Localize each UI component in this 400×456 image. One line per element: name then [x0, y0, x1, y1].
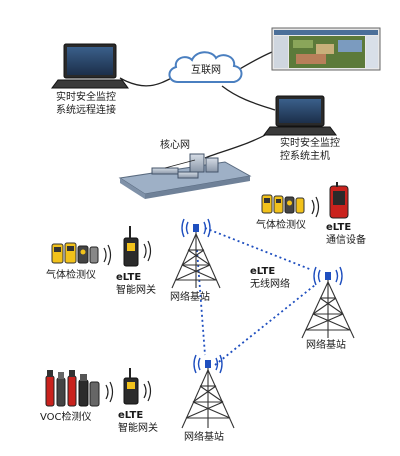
label-remote-line1: 实时安全监控 [56, 92, 116, 103]
label-base-station-right: 网络基站 [306, 340, 346, 351]
label-elte-gw-left-line1: eLTE [116, 272, 142, 283]
voc-detectors [45, 370, 100, 407]
host-laptop [263, 95, 337, 136]
label-gas-detector-left: 气体检测仪 [46, 270, 96, 281]
label-internet: 互联网 [191, 65, 221, 76]
label-core-net: 核心网 [160, 140, 190, 151]
antenna-wave-left [181, 218, 211, 238]
signal-wave-icon [105, 381, 114, 403]
signal-wave-icon [103, 244, 112, 266]
base-station-tower-right [301, 274, 355, 339]
antenna-wave-bottom [193, 354, 223, 374]
label-host-line2: 控系统主机 [280, 151, 330, 162]
elte-gateway-icon [123, 368, 139, 405]
label-elte-gw-bottom-line2: 智能网关 [118, 423, 158, 434]
monitoring-screen [271, 27, 381, 71]
base-station-tower-bottom [181, 362, 235, 429]
label-base-station-left: 网络基站 [170, 292, 210, 303]
label-elte-gw-bottom-line1: eLTE [118, 410, 144, 421]
gas-detectors-right [261, 194, 305, 214]
wireless-links [196, 227, 316, 366]
internet-cloud [168, 51, 243, 83]
label-elte-comm-line1: eLTE [326, 222, 352, 233]
base-station-tower-left [171, 226, 221, 289]
signal-wave-icon [143, 380, 152, 402]
label-remote-line2: 系统远程连接 [56, 105, 116, 116]
antenna-wave-right [313, 266, 343, 286]
signal-wave-icon [311, 196, 320, 218]
elte-gateway-icon [123, 226, 139, 267]
link-bottom-to-right-station [214, 284, 316, 366]
remote-laptop [51, 43, 129, 89]
label-voc-detector: VOC检测仪 [40, 412, 92, 423]
label-elte-comm-line2: 通信设备 [326, 235, 366, 246]
link-internet-to-host [221, 85, 276, 111]
core-network-platform [118, 153, 252, 199]
elte-phone-icon [329, 182, 349, 219]
link-internet-to-monitor [237, 51, 273, 71]
label-elte-gw-left-line2: 智能网关 [116, 285, 156, 296]
label-elte-wireless-line1: eLTE [250, 266, 276, 277]
label-elte-wireless-line2: 无线网络 [250, 279, 290, 290]
label-base-station-bottom: 网络基站 [184, 432, 224, 443]
link-left-to-right-station [204, 227, 313, 271]
signal-wave-icon [143, 240, 152, 262]
gas-detectors-left [51, 242, 99, 264]
label-gas-detector-right: 气体检测仪 [256, 220, 306, 231]
label-host-line1: 实时安全监控 [280, 138, 340, 149]
